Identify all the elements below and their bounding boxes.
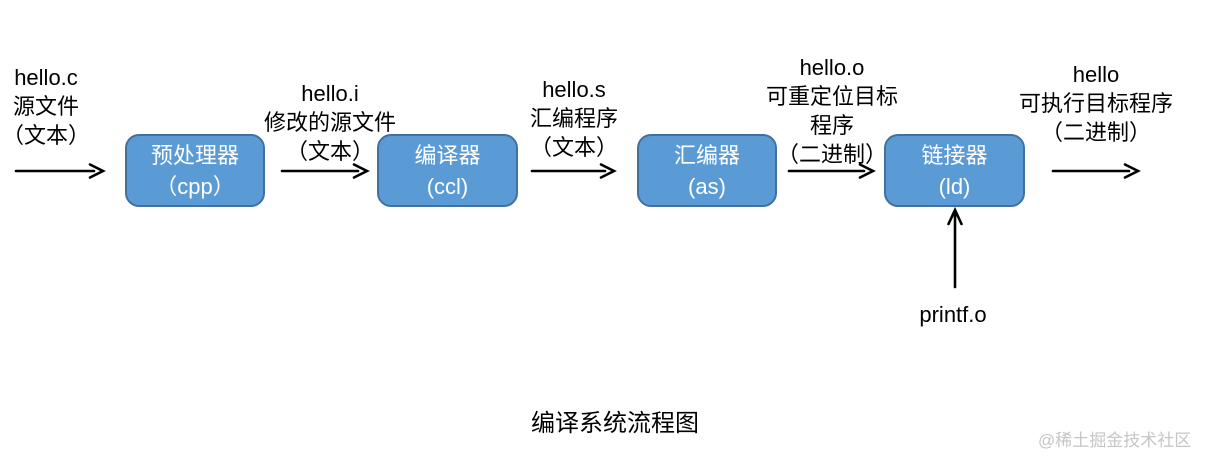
label-line: hello.i [301,81,359,106]
box-preprocessor: 预处理器 （cpp） [125,134,265,207]
label-line: （二进制） [776,142,888,167]
label-line: （二进制） [1040,120,1152,145]
box-subtitle: （cpp） [155,173,235,199]
label-line: （文本） [1,123,91,148]
box-title: 预处理器 [150,142,239,168]
label-line: 可重定位目标 [765,84,899,109]
label-line: 程序 [809,113,855,138]
label-line: hello.o [799,55,865,80]
arrow-compiler-to-assembler [530,163,617,179]
label-line: 汇编程序 [529,106,619,131]
arrow-printf-into-linker [947,206,963,289]
box-assembler: 汇编器 (as) [637,134,777,207]
arrow-into-preprocessor [14,163,106,179]
label-line: （文本） [529,135,619,160]
diagram-caption: 编译系统流程图 [531,410,699,437]
label-line: 源文件 [12,94,80,119]
label-line: hello.c [14,65,78,90]
label-hello-c: hello.c 源文件 （文本） [2,63,90,150]
box-subtitle: (ccl) [426,173,469,199]
box-subtitle: (as) [688,173,726,199]
arrow-preprocessor-to-compiler [280,163,370,179]
box-title: 链接器 [921,142,988,168]
label-line: hello.s [542,77,606,102]
label-line: 可执行目标程序 [1018,91,1174,116]
arrow-assembler-to-linker [787,163,876,179]
arrow-linker-output [1051,163,1141,179]
box-title: 编译器 [414,142,481,168]
box-linker: 链接器 (ld) [884,134,1025,207]
label-line: hello [1072,62,1120,87]
label-hello-s: hello.s 汇编程序 （文本） [530,75,618,162]
label-hello-i: hello.i 修改的源文件 （文本） [264,79,396,166]
label-hello: hello 可执行目标程序 （二进制） [1019,60,1173,147]
box-compiler: 编译器 (ccl) [377,134,518,207]
box-title: 汇编器 [673,142,740,168]
box-subtitle: (ld) [938,173,971,199]
label-line: （文本） [285,139,375,164]
label-hello-o: hello.o 可重定位目标 程序 （二进制） [766,53,898,169]
watermark: @稀土掘金技术社区 [1038,431,1192,450]
label-printf-o: printf.o [919,302,987,327]
label-line: 修改的源文件 [263,110,397,135]
